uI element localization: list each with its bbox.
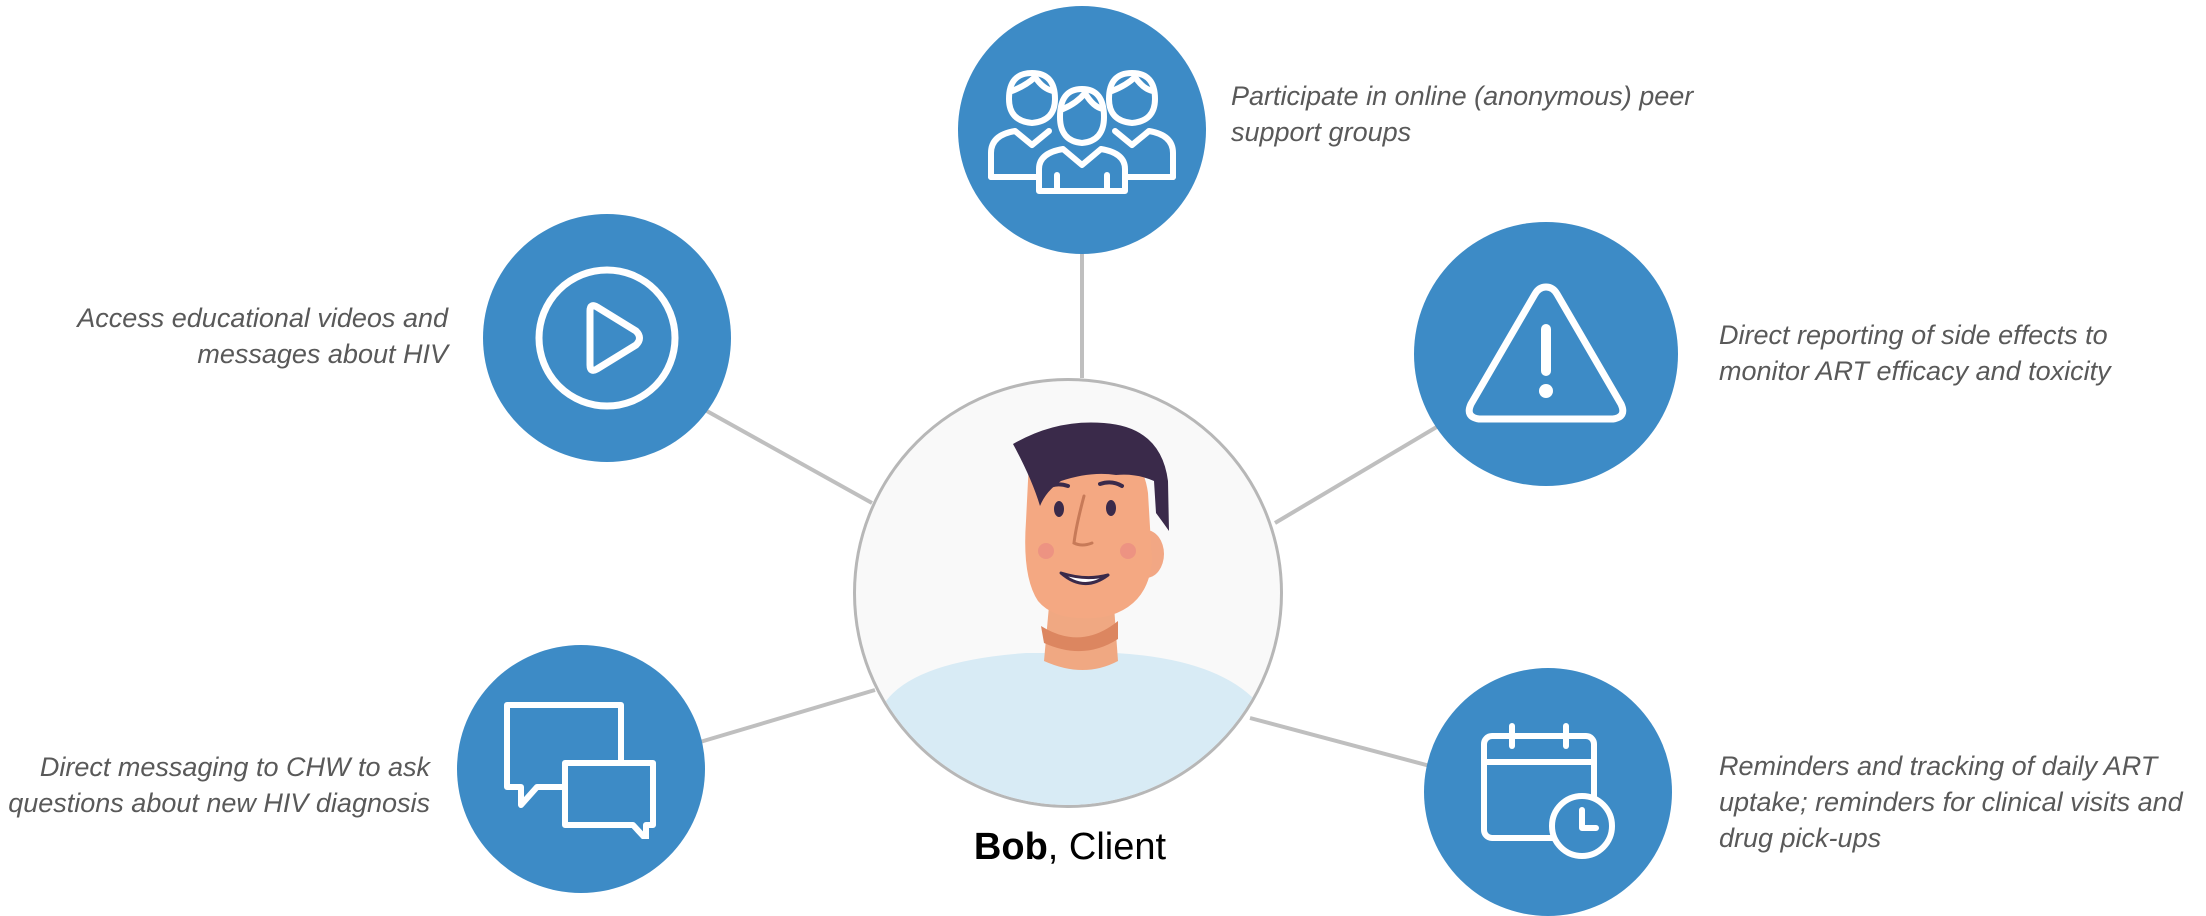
person-role: , Client [1047, 826, 1167, 868]
node-reminders [1424, 668, 1672, 916]
person-name: Bob [973, 826, 1048, 868]
caption-line: Reminders and tracking of daily ART [1719, 751, 2158, 781]
play-icon [535, 266, 679, 410]
caption-line: Participate in online (anonymous) peer [1231, 81, 1694, 111]
caption-peer-support: Participate in online (anonymous) peer s… [1231, 78, 1693, 150]
caption-line: support groups [1231, 117, 1412, 147]
connector-videos [704, 408, 873, 505]
group-icon [988, 70, 1176, 194]
caption-messaging: Direct messaging to CHW to ask questions… [4, 749, 430, 821]
warning-icon [1465, 283, 1627, 423]
connector-messaging [699, 688, 876, 744]
caption-reminders: Reminders and tracking of daily ART upta… [1719, 748, 2183, 856]
caption-videos: Access educational videos and messages a… [40, 300, 448, 372]
node-messaging [457, 645, 705, 893]
caption-line: messages about HIV [197, 339, 448, 369]
caption-line: monitor ART efficacy and toxicity [1719, 356, 2111, 386]
connector-side-effects [1273, 423, 1442, 525]
node-videos [483, 214, 731, 462]
caption-line: Direct messaging to CHW to ask [39, 752, 430, 782]
caption-line: questions about new HIV diagnosis [8, 788, 430, 818]
calendar-clock-icon [1481, 723, 1615, 859]
node-peer-support [958, 6, 1206, 254]
caption-line: Access educational videos and [77, 303, 448, 333]
center-avatar-circle [853, 378, 1283, 808]
person-label: Bob, Client [870, 826, 1270, 869]
node-side-effects [1414, 222, 1678, 486]
connector-reminders [1249, 716, 1431, 768]
chat-bubbles-icon [504, 702, 656, 839]
caption-side-effects: Direct reporting of side effects to moni… [1719, 317, 2111, 389]
person-avatar-icon [886, 422, 1256, 805]
caption-line: uptake; reminders for clinical visits an… [1719, 787, 2183, 817]
caption-line: Direct reporting of side effects to [1719, 320, 2108, 350]
caption-line: drug pick-ups [1719, 823, 1882, 853]
